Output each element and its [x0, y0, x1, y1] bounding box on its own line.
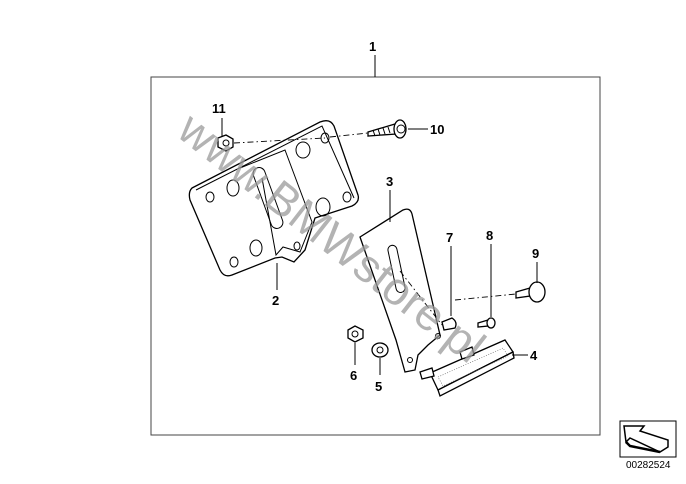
- callout-11: 11: [212, 101, 226, 116]
- callout-6: 6: [350, 368, 357, 383]
- callout-10: 10: [430, 122, 444, 137]
- callout-2: 2: [272, 293, 279, 308]
- part-2-base-plate: [188, 120, 360, 277]
- callout-8: 8: [486, 228, 493, 243]
- callout-5: 5: [375, 379, 382, 394]
- callout-1: 1: [369, 39, 376, 54]
- part-3-bracket: [359, 208, 441, 373]
- image-code: 00282524: [626, 460, 671, 471]
- callout-3: 3: [386, 174, 393, 189]
- part-4-reflector: [419, 339, 515, 397]
- part-8-screw: [477, 317, 496, 329]
- part-9-knob: [515, 281, 546, 303]
- axis-line-11: [233, 137, 326, 144]
- part-11-nut: [217, 134, 234, 152]
- axis-line-7: [399, 270, 443, 326]
- part-10-screw: [367, 119, 407, 139]
- axis-line-10: [329, 132, 369, 138]
- callout-7: 7: [446, 230, 453, 245]
- view-direction-icon: [619, 420, 677, 458]
- part-6-nut: [347, 325, 364, 343]
- axis-line-9: [454, 293, 517, 301]
- part-5-washer: [371, 342, 389, 358]
- callout-4: 4: [530, 348, 538, 363]
- callout-9: 9: [532, 246, 539, 261]
- part-7-stud: [441, 317, 457, 331]
